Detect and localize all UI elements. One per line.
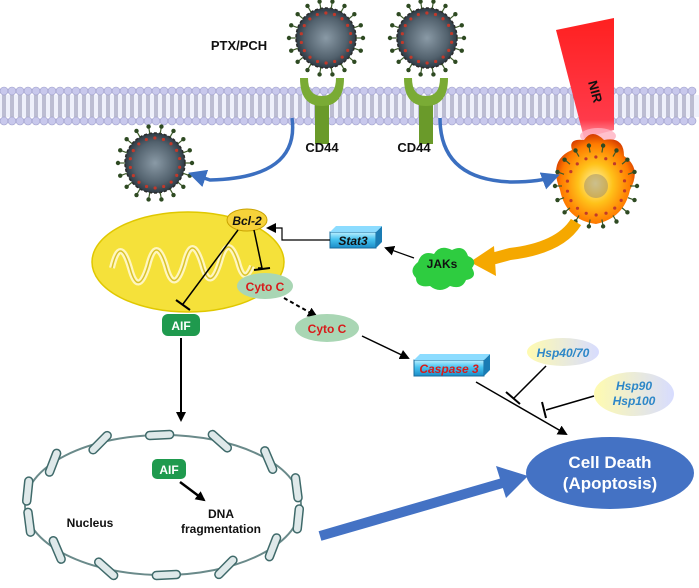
jaks-to-stat3-arrow [384,245,415,259]
stat3-node: Stat3 [329,226,382,249]
cytoc-released-label: Cyto C [308,322,347,336]
bcl2-node: Bcl-2 [226,208,268,232]
aif-mito-label: AIF [171,319,190,333]
dna-label-line2: fragmentation [181,522,261,536]
mitochondrion [91,211,285,313]
hsp90-100-node: Hsp90 Hsp100 [594,372,674,416]
uptake-arrow [438,117,560,190]
aif-nucleus-node: AIF [152,459,186,479]
bcl2-inhibit-aif [182,229,239,305]
heated-nanoparticle [552,134,640,229]
aif-nucleus-label: AIF [159,463,178,477]
bcl2-inhibit-cytoc-bar [253,267,271,271]
cell-death-label-line1: Cell Death [568,453,651,472]
aif-to-dna-arrow [179,481,206,502]
hsp90-inhibit [545,395,595,411]
nucleus-to-death-arrow-shaft [318,477,508,541]
cd44-receptor-left [300,78,344,144]
nucleus-to-death-arrow-head [496,466,528,498]
hsp40-70-node: Hsp40/70 [527,338,599,366]
nanoparticle-internalized [115,124,195,202]
hsp100-label: Hsp100 [613,394,656,408]
nucleus-label: Nucleus [67,516,114,530]
aif-mito-node: AIF [162,314,200,336]
cytoc-released-node: Cyto C [295,314,359,342]
stat3-to-bcl2-arrow [266,223,330,241]
internalization-arrow [188,117,295,187]
bcl2-label: Bcl-2 [232,214,262,228]
hsp40-inhibit [513,365,547,399]
nir-label: NIR [585,79,605,105]
drug-label: PTX/PCH [211,38,267,53]
hsp40-inhibit-bar [505,391,521,405]
cell-death-label-line2: (Apoptosis) [563,474,657,493]
hsp90-inhibit-bar [541,401,547,419]
nanoparticle-right-top [387,0,467,77]
cd44-right-label: CD44 [397,140,431,155]
cytoc-to-caspase3-arrow [361,335,410,360]
jaks-label: JAKs [427,257,458,271]
cytoc-inner-label: Cyto C [246,280,285,294]
cell-death-node: Cell Death (Apoptosis) [526,437,694,509]
cd44-left-label: CD44 [305,140,339,155]
caspase3-to-death-arrow [475,381,568,436]
cytoc-release-arrow [283,297,318,317]
hsp90-label: Hsp90 [616,379,652,393]
jaks-node: JAKs [412,247,475,290]
bcl2-inhibit-aif-bar [175,299,191,311]
cell-membrane [0,86,699,126]
stat3-label: Stat3 [338,234,368,248]
caspase3-node: Caspase 3 [413,354,490,377]
heat-arrow-shaft [486,218,582,266]
cytoc-inner-node: Cyto C [237,273,293,299]
cd44-receptor-right [404,78,448,144]
heat-arrow-head [470,246,496,276]
nanoparticle-left-top [286,0,366,77]
nucleus: Nucleus [21,429,305,581]
nir-laser-beam: NIR [556,18,616,144]
hsp40-70-label: Hsp40/70 [537,346,590,360]
dna-label-line1: DNA [208,507,234,521]
caspase3-label: Caspase 3 [419,362,479,376]
